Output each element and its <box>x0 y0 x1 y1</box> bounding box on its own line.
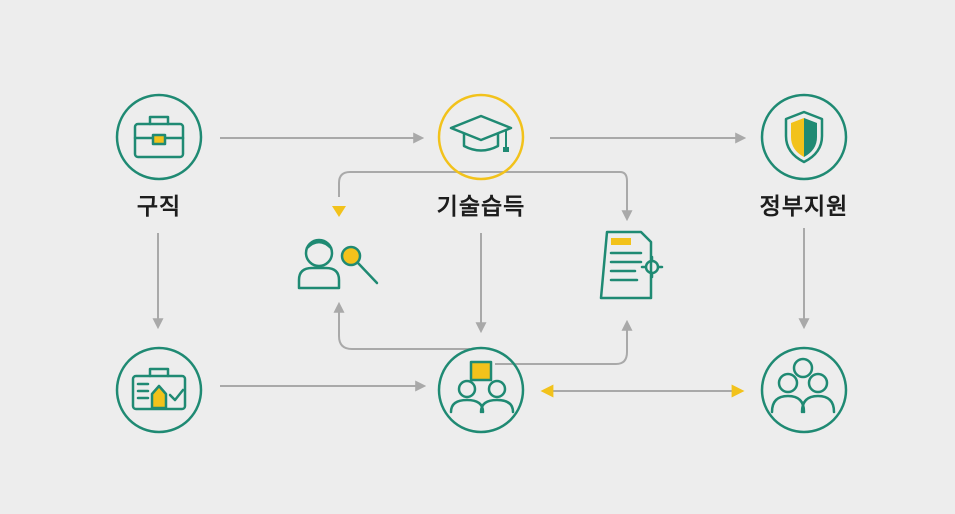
document-gear-icon <box>599 230 664 300</box>
yellow-arrowhead <box>332 206 346 217</box>
shield-icon <box>760 93 848 181</box>
person-search-icon <box>297 238 379 290</box>
briefcase-icon <box>115 93 203 181</box>
label-skill-acquisition: 기술습득 <box>436 194 526 220</box>
label-government-support: 정부지원 <box>759 194 849 220</box>
arrow-team-to-document <box>495 319 633 365</box>
business-case-icon <box>115 346 203 434</box>
arrow-loop-to-document <box>619 171 633 222</box>
label-job-search: 구직 <box>136 194 182 220</box>
graduation-cap-icon <box>437 93 525 181</box>
arrow-team-to-person <box>333 301 470 350</box>
team-meeting-icon <box>437 346 525 434</box>
arrow-loop-to-person <box>338 171 620 197</box>
group-icon <box>760 346 848 434</box>
